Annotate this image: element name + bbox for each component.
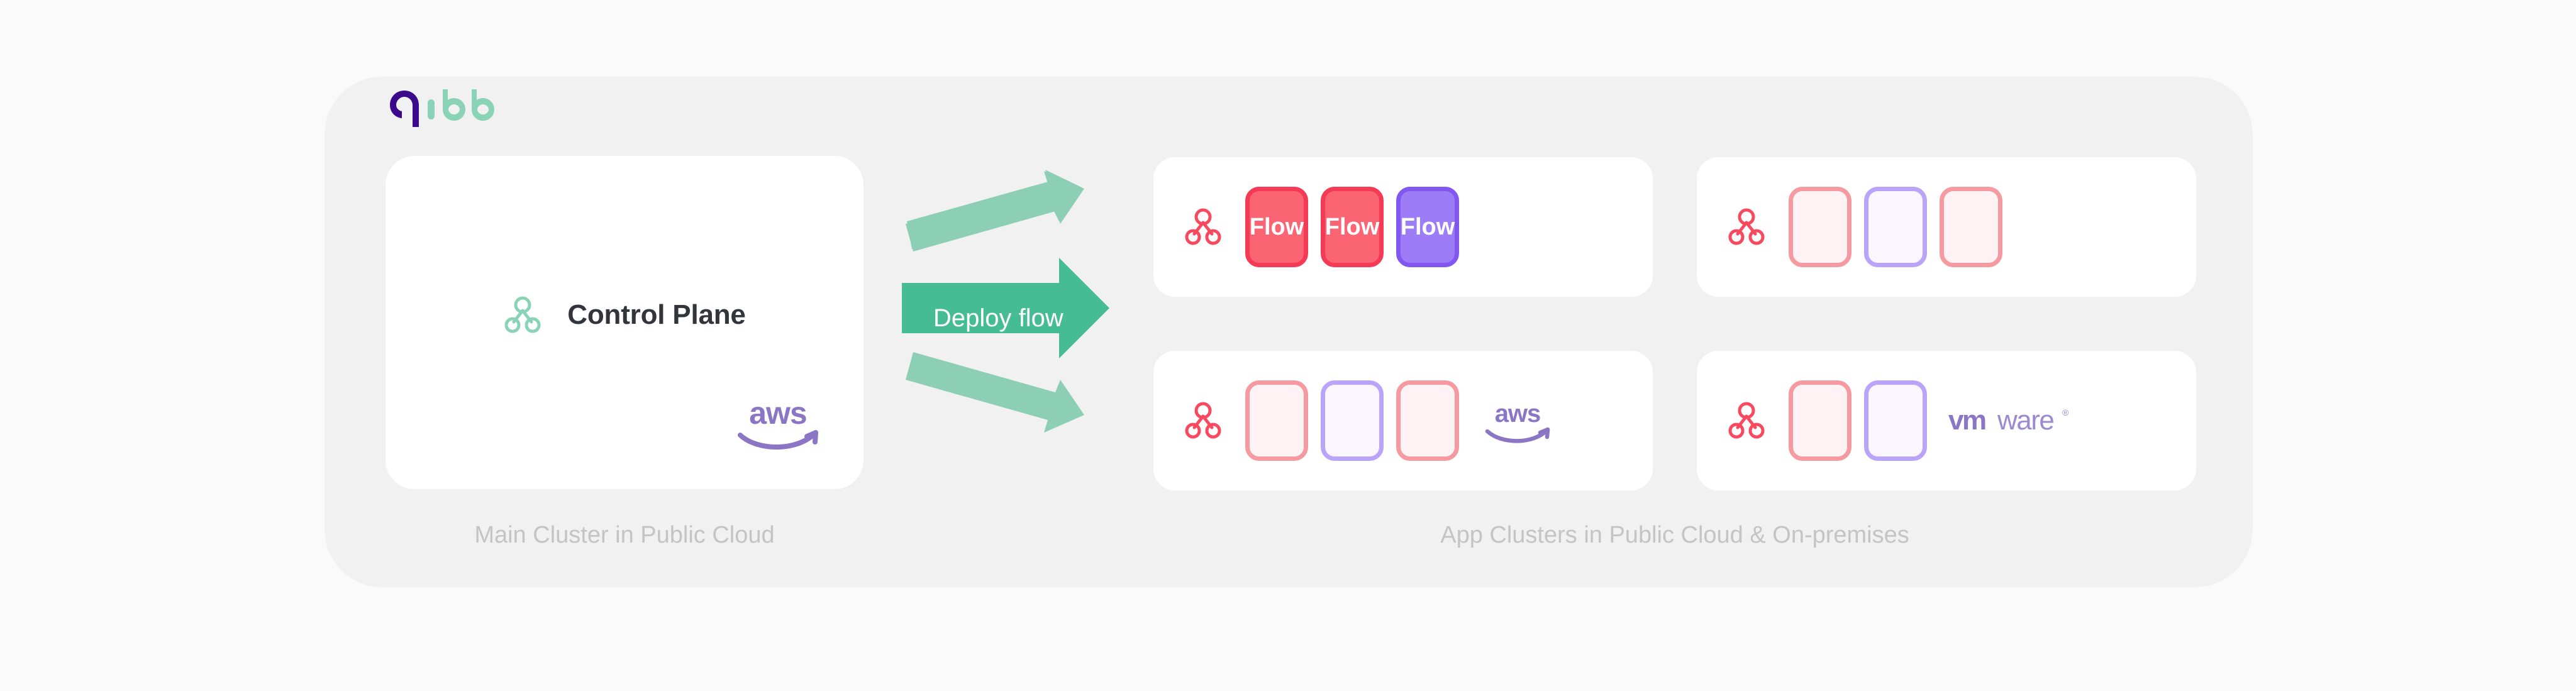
cluster-icon <box>503 296 542 334</box>
cluster-icon <box>1184 207 1223 246</box>
flow-box-empty[interactable] <box>1864 187 1927 267</box>
flow-box-empty[interactable] <box>1321 380 1384 461</box>
flow-box[interactable]: Flow <box>1396 187 1459 267</box>
cluster-icon <box>1184 401 1223 440</box>
vmware-logo: vm ware ® <box>1948 403 2072 438</box>
aws-logo: aws <box>1480 395 1555 446</box>
app-cluster-card[interactable]: vm ware ® <box>1697 351 2196 490</box>
logo-letter-b1 <box>443 89 465 121</box>
vmware-bold-part: vm <box>1948 405 1985 436</box>
flow-box-empty[interactable] <box>1864 380 1927 461</box>
cluster-icon <box>1727 207 1766 246</box>
flow-box-empty[interactable] <box>1396 380 1459 461</box>
aws-logo: aws <box>731 391 824 453</box>
flow-box-empty[interactable] <box>1789 380 1852 461</box>
logo-letter-i <box>428 99 435 119</box>
app-cluster-content: aws <box>1153 380 1555 461</box>
svg-text:aws: aws <box>749 395 807 431</box>
flow-box-empty[interactable] <box>1940 187 2002 267</box>
arrow-up-right <box>906 170 1084 252</box>
flow-box-empty[interactable] <box>1245 380 1308 461</box>
deploy-arrows-group <box>902 170 1141 446</box>
vmware-registered-mark: ® <box>2062 407 2069 417</box>
qibb-logo <box>385 88 498 127</box>
cluster-icon <box>1727 401 1766 440</box>
control-plane-card[interactable]: Control Plane aws <box>386 156 863 489</box>
caption-main-cluster: Main Cluster in Public Cloud <box>474 522 775 548</box>
app-cluster-content: vm ware ® <box>1697 380 2072 461</box>
flow-box-empty[interactable] <box>1789 187 1852 267</box>
control-plane-row: Control Plane <box>386 296 863 334</box>
app-cluster-card[interactable]: aws <box>1153 351 1653 490</box>
arrow-right-primary <box>902 258 1109 358</box>
caption-app-clusters: App Clusters in Public Cloud & On-premis… <box>1440 522 1909 548</box>
control-plane-title: Control Plane <box>567 299 746 330</box>
arrow-down-right <box>906 352 1084 433</box>
app-cluster-card[interactable] <box>1697 157 2196 297</box>
logo-letter-q <box>390 91 419 127</box>
app-cluster-content <box>1697 187 2002 267</box>
logo-letter-b2 <box>472 89 494 121</box>
svg-text:aws: aws <box>1495 400 1541 428</box>
flow-box[interactable]: Flow <box>1245 187 1308 267</box>
vmware-light-part: ware <box>1997 405 2053 436</box>
app-cluster-card[interactable]: Flow Flow Flow <box>1153 157 1653 297</box>
app-cluster-content: Flow Flow Flow <box>1153 187 1459 267</box>
flow-box[interactable]: Flow <box>1321 187 1384 267</box>
